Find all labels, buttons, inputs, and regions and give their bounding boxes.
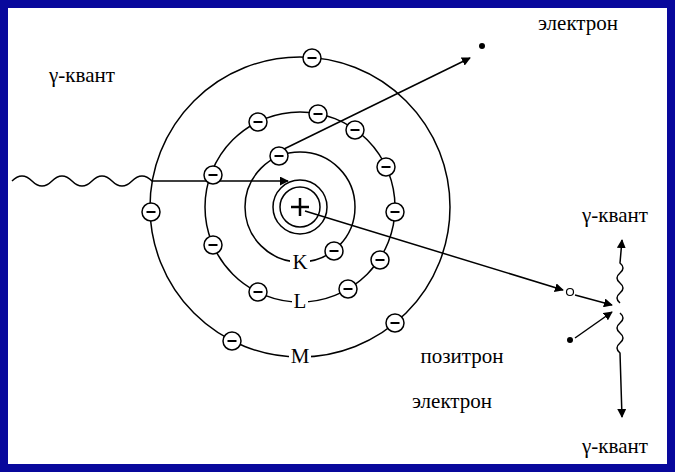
particle-label: электрон <box>536 12 620 35</box>
shell-label: L <box>292 290 309 313</box>
shell-label: M <box>289 345 312 368</box>
electron-shells <box>150 57 450 357</box>
gamma-track <box>12 176 288 186</box>
particle-tracks <box>282 58 623 417</box>
particle-label: γ-квант <box>580 435 650 458</box>
particles <box>479 43 574 343</box>
particle-label: электрон <box>410 390 494 413</box>
particle-label: γ-квант <box>47 64 117 87</box>
nucleus <box>273 180 327 234</box>
shell-label: K <box>290 251 309 274</box>
particle-label: позитрон <box>419 345 506 368</box>
particle-label: γ-квант <box>580 204 650 227</box>
electrons <box>142 49 404 350</box>
